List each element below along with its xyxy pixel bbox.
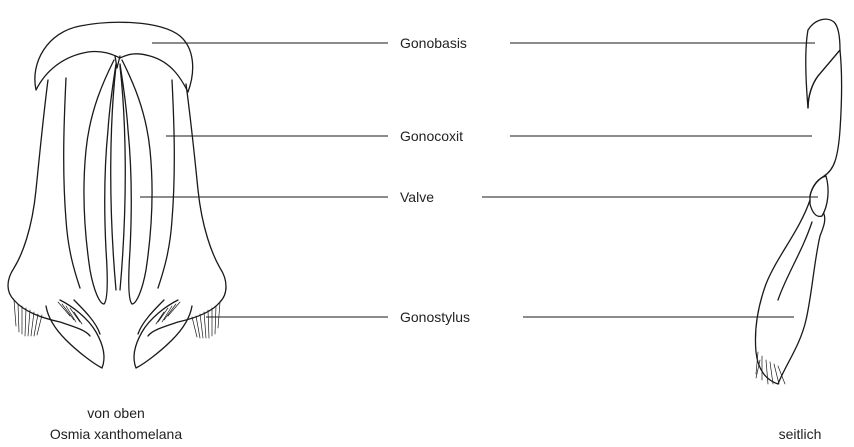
right-valve	[119, 59, 153, 305]
label-gonocoxit: Gonocoxit	[400, 128, 463, 144]
caption-species: Osmia xanthomelana	[50, 426, 183, 442]
left-valve	[83, 59, 117, 305]
lateral-gonobasis-shape	[805, 18, 841, 109]
lateral-hair-tuft	[755, 351, 786, 385]
right-gonocoxit-inner	[157, 79, 175, 289]
right-gonocoxit-outline	[147, 83, 227, 337]
dorsal-view-drawing	[7, 21, 227, 369]
valve-midlines	[110, 65, 126, 291]
caption-right-view: seitlich	[779, 426, 822, 442]
lateral-gonostylus-shape	[754, 199, 826, 385]
right-hair-tuft	[155, 301, 221, 339]
gonobasis-shape	[34, 21, 194, 93]
left-gonocoxit-outline	[7, 79, 91, 337]
lateral-valve-shape	[809, 175, 829, 218]
gonobasis-seam	[114, 55, 121, 69]
left-hair-tuft	[13, 299, 83, 337]
left-gonostylus-inner	[73, 299, 101, 335]
left-gonocoxit-inner	[63, 77, 81, 289]
lateral-gonocoxit-shape	[807, 49, 843, 197]
label-gonobasis: Gonobasis	[400, 35, 467, 51]
left-gonostylus	[45, 299, 105, 369]
label-gonostylus: Gonostylus	[400, 309, 470, 325]
caption-left-view: von oben	[87, 405, 145, 421]
right-gonostylus	[133, 299, 193, 369]
right-gonostylus-inner	[137, 299, 165, 335]
leader-lines	[140, 42, 818, 318]
label-valve: Valve	[400, 189, 434, 205]
lateral-inner-line	[777, 221, 813, 301]
lateral-view-drawing	[754, 18, 843, 385]
